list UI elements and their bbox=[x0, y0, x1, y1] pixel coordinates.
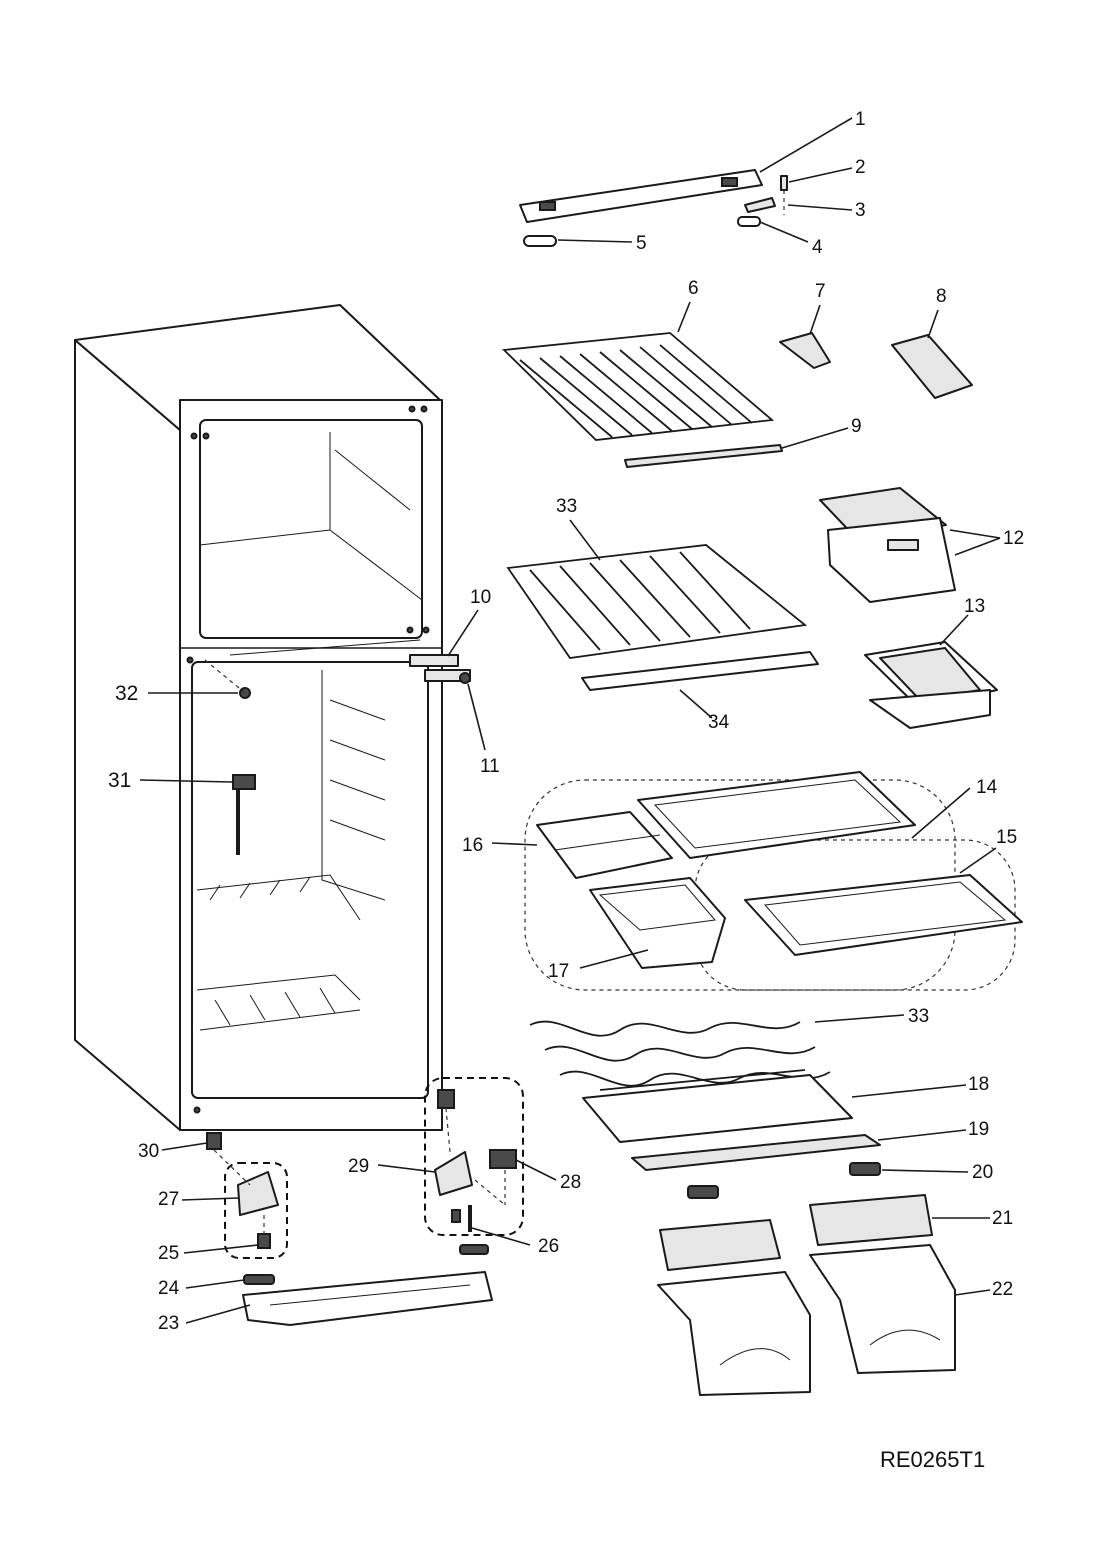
leader-lines bbox=[139, 117, 1001, 1324]
part-16-crisper-cover bbox=[536, 811, 673, 879]
part-17-vegetable-drawer bbox=[589, 877, 726, 969]
label-part-19: 19 bbox=[968, 1119, 989, 1140]
part-1-top-cover bbox=[519, 169, 763, 223]
label-part-33-rack: 33 bbox=[908, 1006, 929, 1027]
label-part-12: 12 bbox=[1003, 528, 1024, 549]
part-21-crisper-cover-right bbox=[809, 1194, 933, 1246]
refrigerator-cabinet bbox=[74, 304, 443, 1131]
part-8-egg-tray bbox=[891, 334, 973, 399]
label-part-15: 15 bbox=[996, 827, 1017, 848]
part-14-glass-shelf bbox=[637, 771, 916, 859]
part-22-crisper-drawer-right bbox=[809, 1244, 956, 1374]
label-part-2: 2 bbox=[855, 157, 866, 178]
part-20-clip-b bbox=[687, 1185, 719, 1199]
label-part-28: 28 bbox=[560, 1172, 581, 1193]
label-part-31: 31 bbox=[108, 769, 131, 792]
part-31-thermostat-knob bbox=[232, 774, 256, 855]
label-part-26: 26 bbox=[538, 1236, 559, 1257]
part-7-clip bbox=[779, 332, 831, 369]
label-part-8: 8 bbox=[936, 286, 947, 307]
label-part-4: 4 bbox=[812, 237, 823, 258]
label-part-25: 25 bbox=[158, 1243, 179, 1264]
label-part-3: 3 bbox=[855, 200, 866, 221]
part-32-lamp-holder bbox=[204, 659, 251, 699]
label-part-14: 14 bbox=[976, 777, 998, 798]
small-hardware-2-3-4 bbox=[737, 175, 788, 227]
part-12-dairy-compartment bbox=[819, 487, 956, 603]
part-6-wire-shelf bbox=[501, 332, 775, 441]
part-13-ice-tray bbox=[864, 641, 998, 729]
label-part-5: 5 bbox=[636, 233, 647, 254]
label-part-23: 23 bbox=[158, 1313, 179, 1334]
label-part-20: 20 bbox=[972, 1162, 993, 1183]
label-part-34: 34 bbox=[708, 712, 730, 733]
label-part-29: 29 bbox=[348, 1156, 369, 1177]
part-19-trim-strip bbox=[631, 1134, 881, 1171]
label-part-11: 11 bbox=[480, 756, 500, 777]
label-part-21: 21 bbox=[992, 1208, 1013, 1229]
part-9-shelf-trim bbox=[624, 444, 783, 468]
label-part-13: 13 bbox=[964, 596, 985, 617]
label-part-9: 9 bbox=[851, 416, 862, 437]
part-5-plug bbox=[523, 235, 557, 247]
part-33-glass-shelf-frame bbox=[506, 544, 819, 691]
label-part-18: 18 bbox=[968, 1074, 989, 1095]
label-part-1: 1 bbox=[855, 109, 866, 130]
part-number-labels: 1 2 3 4 5 6 7 8 9 10 11 12 13 14 15 16 1… bbox=[108, 109, 1024, 1334]
diagram-reference-code: RE0265T1 bbox=[880, 1447, 985, 1472]
label-part-22: 22 bbox=[992, 1279, 1013, 1300]
label-part-17: 17 bbox=[548, 961, 569, 982]
label-part-10: 10 bbox=[470, 587, 491, 608]
lower-hinge-assembly bbox=[206, 1077, 524, 1259]
part-10-upper-hinge bbox=[409, 654, 471, 684]
part-23-base-plinth bbox=[242, 1244, 493, 1326]
part-20-clip bbox=[849, 1162, 881, 1176]
part-15-glass-shelf bbox=[744, 874, 1023, 956]
part-21-crisper-cover-left bbox=[659, 1219, 781, 1271]
label-part-7: 7 bbox=[815, 281, 826, 302]
label-part-30: 30 bbox=[138, 1141, 159, 1162]
label-part-6: 6 bbox=[688, 278, 699, 299]
label-part-27: 27 bbox=[158, 1189, 179, 1210]
part-18-glass-panel bbox=[582, 1074, 853, 1143]
label-part-33-shelf: 33 bbox=[556, 496, 577, 517]
label-part-24: 24 bbox=[158, 1278, 180, 1299]
part-33-bottle-rack bbox=[529, 1020, 831, 1091]
label-part-16: 16 bbox=[462, 835, 483, 856]
label-part-32: 32 bbox=[115, 682, 138, 705]
part-22-crisper-drawer-left bbox=[657, 1271, 811, 1396]
